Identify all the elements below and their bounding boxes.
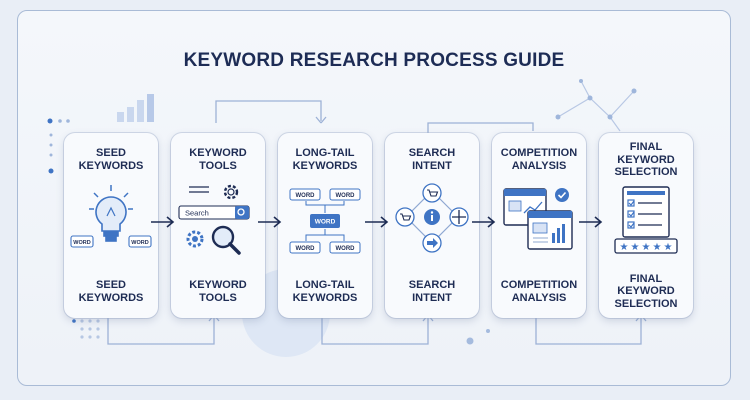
step-top-label: LONG-TAIL KEYWORDS — [292, 147, 358, 172]
word-tag: WORD — [336, 193, 356, 199]
arrow-right-icon — [579, 216, 603, 228]
step-bottom-label: SEED KEYWORDS — [78, 279, 144, 304]
step-card-seed-keywords: SEED KEYWORDS WORD WORD SEED KEYWORDS — [64, 133, 158, 318]
lightbulb-icon: WORD WORD — [70, 185, 152, 248]
arrow-right-icon — [365, 216, 389, 228]
arrow-right-icon — [151, 216, 175, 228]
arrow-right-icon — [472, 216, 496, 228]
step-card-final-keyword-selection: FINAL KEYWORD SELECTION ★★★ ★★ FINAL KEY… — [599, 133, 693, 318]
search-tools-icon: Search — [178, 184, 250, 255]
svg-text:★: ★ — [653, 242, 662, 253]
step-top-label: COMPETITION ANALYSIS — [500, 147, 578, 172]
step-bottom-label: FINAL KEYWORD SELECTION — [614, 272, 678, 310]
step-top-label: KEYWORD TOOLS — [189, 147, 247, 172]
step-top-label: FINAL KEYWORD SELECTION — [614, 141, 678, 178]
step-card-search-intent: SEARCH INTENT SEARCH INTENT — [385, 133, 479, 318]
step-top-label: SEED KEYWORDS — [78, 147, 144, 172]
step-card-competition-analysis: COMPETITION ANALYSIS COMPETITION ANALYSI… — [492, 133, 586, 318]
word-tag: WORD — [336, 246, 356, 252]
step-bottom-label: LONG-TAIL KEYWORDS — [292, 279, 358, 304]
step-top-label: SEARCH INTENT — [408, 147, 456, 172]
diagram-frame: KEYWORD RESEARCH PROCESS GUIDE SEED KEYW… — [17, 10, 731, 386]
intent-diamond-icon — [395, 183, 469, 253]
word-tag: WORD — [296, 246, 316, 252]
step-bottom-label: KEYWORD TOOLS — [189, 279, 247, 304]
word-tag: WORD — [315, 219, 336, 226]
svg-text:★: ★ — [664, 242, 673, 253]
step-card-keyword-tools: KEYWORD TOOLS Search KEYWORD TOOLS — [171, 133, 265, 318]
word-tree-icon: WORD WORD WORD WORD WORD — [289, 188, 361, 254]
arrow-right-icon — [258, 216, 282, 228]
search-field-text: Search — [185, 209, 209, 218]
word-tag: WORD — [131, 240, 148, 246]
svg-text:★: ★ — [642, 242, 651, 253]
step-bottom-label: SEARCH INTENT — [408, 279, 456, 304]
checklist-icon: ★★★ ★★ — [614, 186, 678, 254]
svg-text:★: ★ — [620, 242, 629, 253]
page-title: KEYWORD RESEARCH PROCESS GUIDE — [183, 50, 565, 71]
svg-text:★: ★ — [631, 242, 640, 253]
word-tag: WORD — [296, 193, 316, 199]
step-card-long-tail-keywords: LONG-TAIL KEYWORDS WORD WORD WORD WORD W… — [278, 133, 372, 318]
word-tag: WORD — [73, 240, 90, 246]
step-bottom-label: COMPETITION ANALYSIS — [500, 279, 578, 304]
analytics-windows-icon — [503, 188, 573, 250]
